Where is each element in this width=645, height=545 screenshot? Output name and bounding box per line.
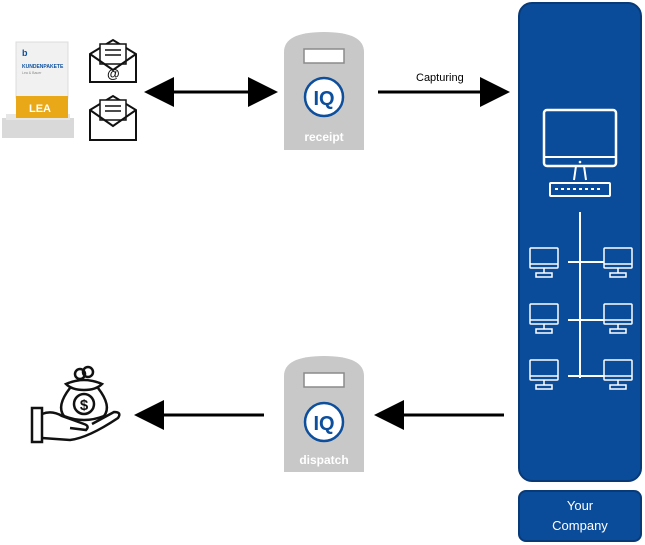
company-label: Your Company	[518, 490, 642, 542]
product-brand: KUNDENPAKETE	[22, 64, 64, 70]
email-at-icon: @	[88, 38, 138, 89]
company-label-line2: Company	[552, 518, 608, 533]
product-name: LEA	[29, 103, 51, 115]
company-label-line1: Your	[566, 498, 594, 513]
dispatch-node: IQ dispatch	[284, 356, 364, 472]
email-at-symbol: @	[107, 66, 120, 81]
email-letter-icon	[88, 94, 138, 147]
product-subbrand: Lea & Bauer	[22, 71, 42, 75]
money-hand-icon: $	[30, 362, 126, 451]
dispatch-label: dispatch	[299, 453, 349, 467]
capturing-label: Capturing	[416, 72, 464, 84]
receipt-label: receipt	[304, 130, 344, 144]
workstation-icons	[529, 247, 633, 390]
monitor-icon	[542, 108, 618, 197]
company-network	[529, 108, 633, 390]
svg-text:b: b	[22, 48, 28, 58]
product-box-icon: b KUNDENPAKETE Lea & Bauer LEA	[2, 40, 74, 140]
dispatch-logo-text: IQ	[313, 413, 334, 435]
receipt-node: IQ receipt	[284, 32, 364, 150]
receipt-logo-text: IQ	[313, 88, 334, 110]
wallet-currency-symbol: $	[80, 397, 89, 414]
